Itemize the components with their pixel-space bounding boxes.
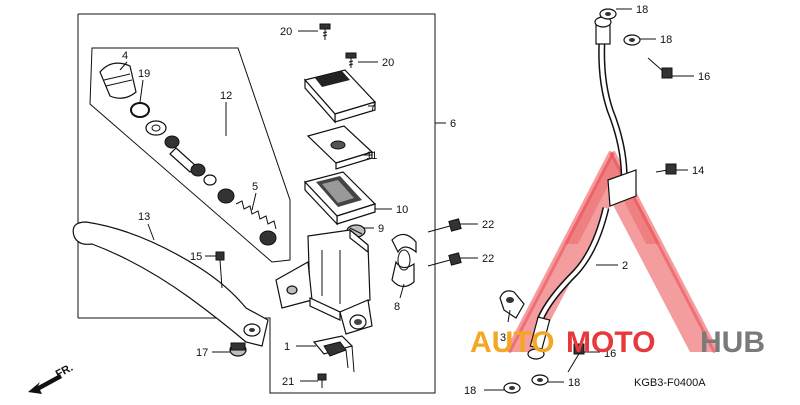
brake-hose (527, 16, 637, 360)
washer (145, 120, 167, 136)
circlip (130, 102, 150, 118)
diaphragm-plate (306, 125, 374, 170)
callout-16a: 16 (698, 71, 710, 83)
master-cylinder-body (275, 228, 373, 335)
callout-11: 11 (366, 150, 377, 162)
leader-lines (119, 8, 694, 391)
callout-20a: 20 (280, 26, 292, 38)
callout-21: 21 (282, 376, 294, 388)
handlebar-holder (391, 233, 417, 288)
callout-6: 6 (450, 118, 456, 130)
callout-13: 13 (138, 211, 150, 223)
reservoir-cap (303, 69, 377, 124)
callout-14: 14 (692, 165, 704, 177)
hose-clamp (499, 290, 525, 319)
washer-18b (623, 34, 641, 46)
brake-lever (72, 221, 269, 347)
callout-22b: 22 (482, 253, 494, 265)
callout-4: 4 (122, 50, 128, 62)
diaphragm (303, 171, 377, 226)
watermark-hub: HUB (700, 326, 765, 359)
washer-18c (503, 382, 521, 394)
brake-switch (312, 335, 355, 373)
callout-19: 19 (138, 68, 150, 80)
callout-10: 10 (396, 204, 408, 216)
washer-18d (531, 374, 549, 386)
dust-boot (99, 62, 137, 99)
piston-set-frame (89, 47, 291, 263)
callout-18a: 18 (636, 4, 648, 16)
watermark-auto: AUTO (470, 326, 554, 359)
diagram-code: KGB3-F0400A (634, 377, 706, 389)
callout-2: 2 (622, 260, 628, 272)
bolt-14 (655, 163, 677, 175)
callout-9: 9 (378, 223, 384, 235)
callout-labels: 18 18 16 14 2 3 16 18 18 20 20 7 6 11 10… (122, 4, 710, 397)
callout-18c: 18 (568, 377, 580, 389)
callout-1: 1 (284, 341, 290, 353)
callout-15: 15 (190, 251, 202, 263)
piston (164, 135, 217, 186)
washer-18a (599, 8, 617, 20)
callout-16b: 16 (604, 348, 616, 360)
callout-22a: 22 (482, 219, 494, 231)
cup (217, 188, 235, 204)
callout-12: 12 (220, 90, 232, 102)
callout-18b: 18 (660, 34, 672, 46)
front-direction-label: FR. (54, 362, 75, 381)
callout-18d: 18 (464, 385, 476, 397)
callout-8: 8 (394, 301, 400, 313)
screw-20b (345, 52, 357, 68)
bolt-22a (427, 218, 462, 233)
callout-5: 5 (252, 181, 258, 193)
pivot-nut (229, 342, 247, 357)
screw-20a (319, 23, 331, 40)
watermark-moto: MOTO (566, 326, 655, 359)
spring (235, 200, 277, 246)
front-arrow-icon: FR. (28, 362, 75, 394)
callout-17: 17 (196, 347, 208, 359)
bolt-22b (427, 252, 462, 267)
oil-bolt-16b (567, 343, 585, 373)
callout-7: 7 (370, 101, 376, 113)
watermark-logo: AUTO MOTO HUB (470, 326, 765, 359)
oil-bolt-16a (647, 57, 673, 79)
callout-3: 3 (500, 332, 506, 344)
screw-21 (317, 373, 327, 388)
callout-20b: 20 (382, 57, 394, 69)
